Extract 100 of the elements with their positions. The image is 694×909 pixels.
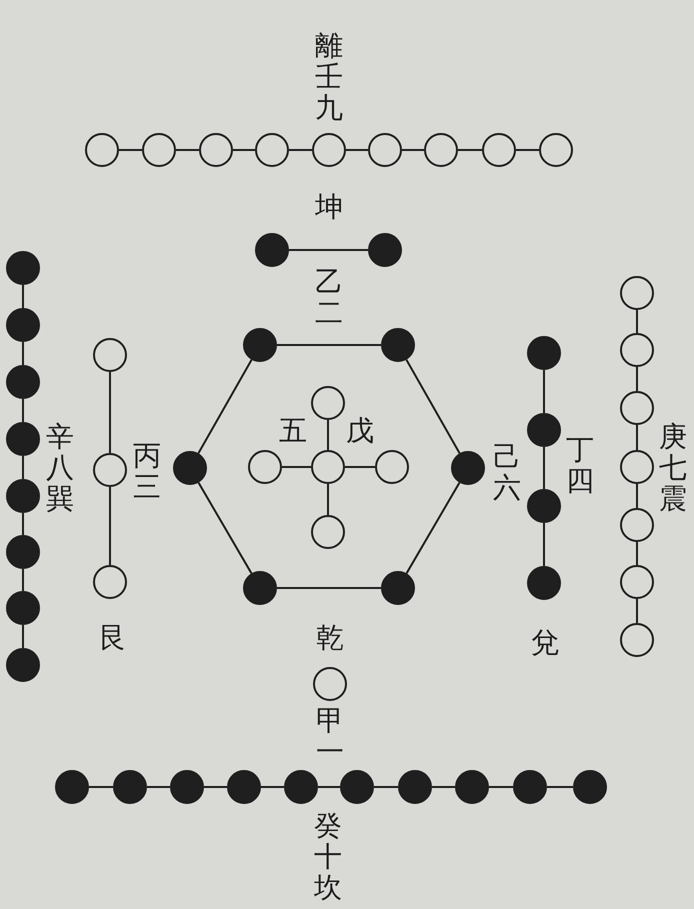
text-label: 丁四	[566, 435, 594, 497]
hollow-circle	[539, 133, 573, 167]
hollow-circle	[620, 508, 654, 542]
connecting-line	[198, 482, 252, 574]
connecting-line	[636, 425, 638, 450]
text-label: 艮	[99, 623, 127, 654]
hollow-circle	[620, 623, 654, 657]
solid-dot	[527, 336, 561, 370]
connecting-line	[198, 359, 252, 454]
connecting-line	[543, 370, 545, 413]
solid-dot	[451, 451, 485, 485]
text-label: 丙三	[133, 441, 161, 503]
hollow-circle	[311, 515, 345, 549]
solid-dot	[113, 770, 147, 804]
connecting-line	[636, 310, 638, 333]
solid-dot	[6, 648, 40, 682]
solid-dot	[243, 328, 277, 362]
solid-dot	[6, 308, 40, 342]
solid-dot	[284, 770, 318, 804]
hollow-circle	[93, 565, 127, 599]
solid-dot	[573, 770, 607, 804]
text-label: 坤	[315, 192, 343, 223]
text-label: 庚七震	[659, 422, 687, 514]
connecting-line	[543, 447, 545, 489]
connecting-line	[176, 149, 199, 151]
connecting-line	[22, 625, 24, 648]
hollow-circle	[620, 333, 654, 367]
connecting-line	[547, 786, 573, 788]
hollow-circle	[368, 133, 402, 167]
connecting-line	[489, 786, 513, 788]
text-label: 離壬九	[315, 31, 343, 124]
solid-dot	[227, 770, 261, 804]
connecting-line	[22, 456, 24, 479]
connecting-line	[89, 786, 113, 788]
connecting-line	[22, 342, 24, 365]
solid-dot	[6, 591, 40, 625]
solid-dot	[243, 571, 277, 605]
solid-dot	[6, 479, 40, 513]
connecting-line	[458, 149, 482, 151]
connecting-line	[22, 569, 24, 591]
text-label: 辛八巽	[46, 422, 74, 514]
connecting-line	[345, 466, 375, 468]
connecting-line	[402, 149, 424, 151]
connecting-line	[204, 786, 227, 788]
connecting-line	[277, 344, 381, 346]
hollow-circle	[313, 667, 347, 701]
text-label: 乾	[316, 623, 344, 654]
connecting-line	[147, 786, 170, 788]
connecting-line	[22, 513, 24, 535]
text-label: 戊	[346, 416, 374, 447]
connecting-line	[261, 786, 284, 788]
hollow-circle	[255, 133, 289, 167]
solid-dot	[527, 566, 561, 600]
solid-dot	[255, 233, 289, 267]
solid-dot	[55, 770, 89, 804]
solid-dot	[340, 770, 374, 804]
solid-dot	[6, 422, 40, 456]
connecting-line	[636, 484, 638, 508]
connecting-line	[22, 285, 24, 308]
connecting-line	[119, 149, 142, 151]
hollow-circle	[312, 133, 346, 167]
text-label: 五	[279, 416, 307, 447]
connecting-line	[406, 359, 460, 454]
connecting-line	[289, 149, 312, 151]
hollow-circle	[85, 133, 119, 167]
solid-dot	[455, 770, 489, 804]
connecting-line	[109, 372, 111, 453]
hollow-circle	[482, 133, 516, 167]
connecting-line	[543, 523, 545, 566]
solid-dot	[6, 251, 40, 285]
connecting-line	[109, 487, 111, 565]
connecting-line	[432, 786, 455, 788]
text-label: 甲一	[316, 706, 344, 768]
text-label: 兌	[531, 628, 559, 659]
connecting-line	[374, 786, 398, 788]
connecting-line	[346, 149, 368, 151]
connecting-line	[277, 587, 381, 589]
solid-dot	[398, 770, 432, 804]
connecting-line	[318, 786, 340, 788]
solid-dot	[381, 571, 415, 605]
solid-dot	[381, 328, 415, 362]
text-label: 癸十坎	[314, 811, 342, 904]
hollow-circle	[620, 391, 654, 425]
connecting-line	[289, 249, 368, 251]
text-label: 乙二	[315, 267, 343, 329]
text-label: 己六	[493, 442, 521, 504]
hollow-circle	[424, 133, 458, 167]
hollow-circle	[93, 453, 127, 487]
solid-dot	[170, 770, 204, 804]
hollow-circle	[311, 450, 345, 484]
hollow-circle	[620, 276, 654, 310]
solid-dot	[6, 535, 40, 569]
hollow-circle	[93, 338, 127, 372]
hollow-circle	[620, 565, 654, 599]
hollow-circle	[311, 386, 345, 420]
connecting-line	[516, 149, 539, 151]
hollow-circle	[620, 450, 654, 484]
solid-dot	[173, 451, 207, 485]
hollow-circle	[375, 450, 409, 484]
solid-dot	[527, 489, 561, 523]
